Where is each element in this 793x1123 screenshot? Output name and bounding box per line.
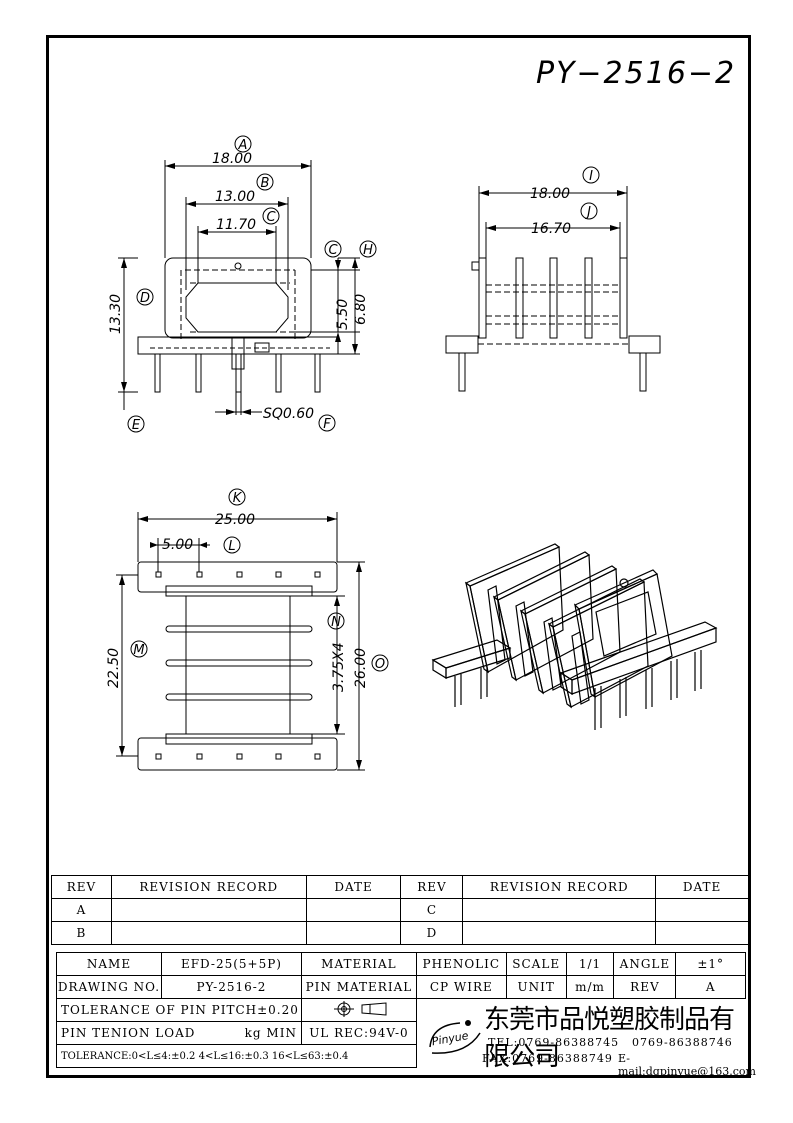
front-view — [118, 160, 360, 415]
isometric-view — [431, 543, 718, 730]
pin-tension-label: PIN TENION LOAD — [61, 1026, 196, 1040]
pin-material-value: CP WIRE — [415, 975, 507, 999]
side-view — [445, 186, 661, 392]
pinyue-logo-icon: Pinyue — [429, 1020, 481, 1054]
record-cell — [110, 898, 307, 922]
balloon-j: J — [584, 205, 591, 220]
rev-label: REV — [613, 975, 677, 999]
scale-label: SCALE — [505, 952, 567, 976]
projection-icon — [333, 1000, 387, 1017]
dim-n-value: 3.75X4 — [331, 642, 347, 692]
dim-680-value: 6.80 — [353, 294, 369, 325]
date-cell — [655, 921, 749, 945]
drawing-no-label: DRAWING NO. — [56, 975, 162, 999]
dim-a-value: 18.00 — [212, 151, 252, 167]
balloon-o: O — [375, 657, 385, 672]
revision-record-header: REVISION RECORD — [110, 875, 307, 899]
pin-tension-unit: kg MIN — [244, 1026, 297, 1040]
material-label: MATERIAL — [300, 952, 417, 976]
name-label: NAME — [56, 952, 162, 976]
dim-b-value: 13.00 — [215, 189, 255, 205]
date-cell — [305, 898, 402, 922]
date-cell — [655, 898, 749, 922]
revision-table: REV REVISION RECORD DATE REV REVISION RE… — [51, 875, 749, 945]
dim-i-value: 18.00 — [530, 186, 570, 202]
rev-cell: D — [400, 921, 464, 945]
record-cell — [462, 898, 657, 922]
dim-550-value: 5.50 — [335, 299, 351, 330]
record-cell — [110, 921, 307, 945]
angle-value: ±1° — [675, 952, 746, 976]
record-cell — [462, 921, 657, 945]
bottom-view — [116, 512, 365, 771]
balloon-d: D — [140, 291, 150, 306]
date-cell — [305, 921, 402, 945]
revision-record-header-2: REVISION RECORD — [462, 875, 657, 899]
dim-o-value: 26.00 — [353, 648, 369, 688]
balloon-e: E — [132, 418, 141, 433]
logo-text: Pinyue — [431, 1029, 470, 1048]
dim-d-value: 13.30 — [108, 294, 124, 334]
material-value: PHENOLIC — [415, 952, 507, 976]
balloon-n: N — [331, 615, 341, 630]
dim-l-value: 5.00 — [162, 537, 193, 553]
date-header-2: DATE — [655, 875, 749, 899]
pin-material-label: PIN MATERIAL — [300, 975, 417, 999]
rev-cell: A — [51, 898, 112, 922]
part-number-title: PY−2516−2 — [536, 56, 737, 91]
projection-symbol — [300, 998, 417, 1022]
dim-j-value: 16.70 — [531, 221, 571, 237]
balloon-a: A — [238, 138, 248, 153]
rev-cell: C — [400, 898, 464, 922]
company-name-cn: 东莞市品悦塑胶制品有限公司 — [484, 1005, 735, 1072]
date-header: DATE — [305, 875, 402, 899]
balloon-c: C — [266, 210, 276, 225]
balloon-f: F — [323, 417, 331, 432]
company-tel: TEL:0769-86388745 — [488, 1036, 620, 1049]
drawing-no-value: PY-2516-2 — [160, 975, 302, 999]
balloon-m: M — [133, 643, 144, 658]
dim-k-value: 25.00 — [215, 512, 255, 528]
tolerance-line: TOLERANCE:0<L≤4:±0.2 4<L≤16:±0.3 16<L≤63… — [56, 1044, 417, 1068]
company-fax: FAX:0769-86388749 — [482, 1052, 613, 1065]
balloon-i: I — [589, 169, 593, 184]
rev-cell: B — [51, 921, 112, 945]
dim-c-value: 11.70 — [216, 217, 256, 233]
name-value: EFD-25(5+5P) — [160, 952, 302, 976]
ul-rating: UL REC:94V-0 — [300, 1021, 417, 1045]
unit-label: UNIT — [505, 975, 567, 999]
balloon-h: H — [363, 243, 373, 258]
scale-value: 1/1 — [565, 952, 615, 976]
dim-m-value: 22.50 — [106, 648, 122, 688]
balloon-k: K — [233, 491, 243, 506]
rev-header-2: REV — [400, 875, 464, 899]
angle-label: ANGLE — [613, 952, 677, 976]
balloon-l: L — [228, 539, 235, 554]
company-email: E-mail:dgpinyue@163.com — [618, 1052, 756, 1078]
unit-value: m/m — [565, 975, 615, 999]
drawing-frame — [46, 35, 751, 1078]
company-block: Pinyue 东莞市品悦塑胶制品有限公司 TEL:0769-86388745 0… — [422, 999, 756, 1078]
pin-tension-row: PIN TENION LOAD kg MIN — [56, 1021, 302, 1045]
company-tel-2: 0769-86388746 — [632, 1036, 733, 1049]
rev-value: A — [675, 975, 746, 999]
balloon-b: B — [261, 176, 270, 191]
title-block-table: NAME EFD-25(5+5P) MATERIAL PHENOLIC SCAL… — [56, 952, 746, 1068]
dim-sq-value: SQ0.60 — [263, 406, 314, 422]
rev-header: REV — [51, 875, 112, 899]
tolerance-pitch: TOLERANCE OF PIN PITCH±0.20 — [56, 998, 302, 1022]
balloon-g: C — [328, 243, 338, 258]
